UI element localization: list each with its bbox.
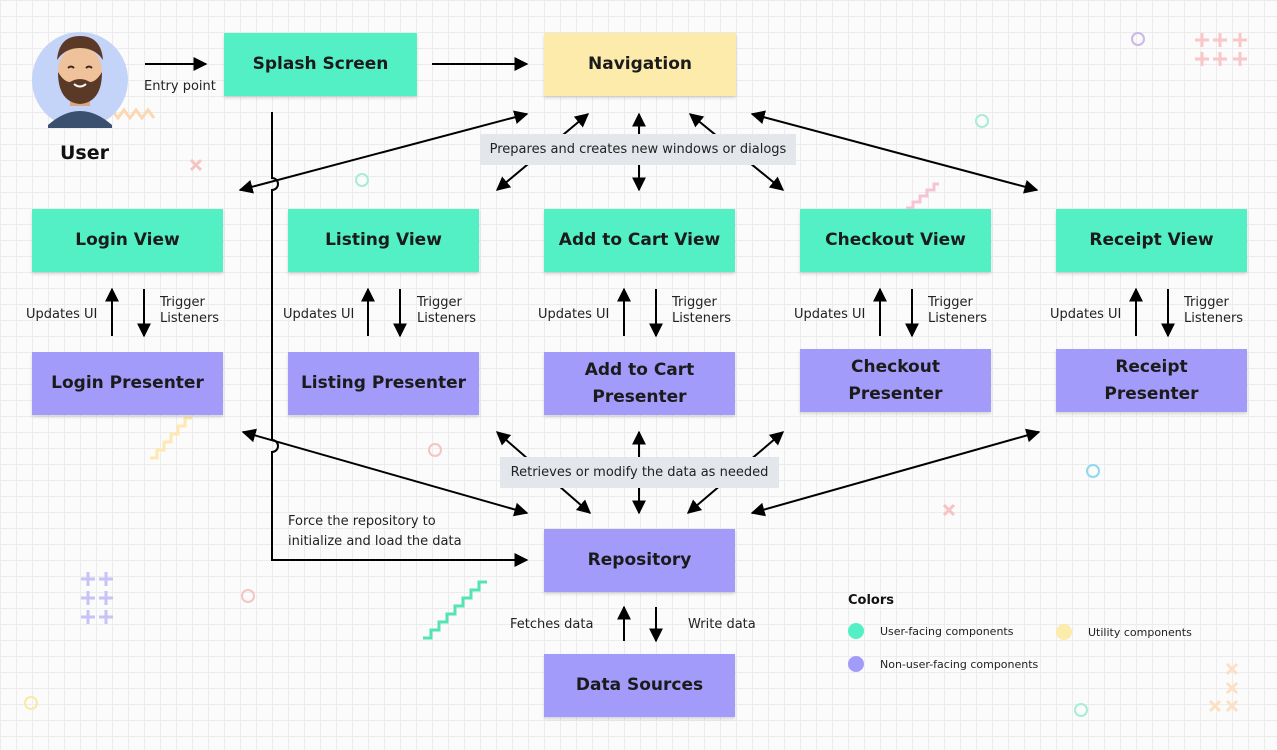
add-to-cart-view-box[interactable]: Add to Cart View [544,209,735,272]
splash-screen-box[interactable]: Splash Screen [224,33,417,96]
legend-non-user-facing: Non-user-facing components [848,656,1038,672]
data-sources-box[interactable]: Data Sources [544,654,735,717]
legend-title: Colors [848,593,895,608]
user-label: User [60,142,109,164]
legend-dot-user-facing [848,623,864,639]
checkout-view-box[interactable]: Checkout View [800,209,991,272]
legend-utility-label: Utility components [1088,625,1192,639]
repo-login-arrow [241,428,529,517]
repository-note: Retrieves or modify the data as needed [500,457,779,488]
listing-presenter-box[interactable]: Listing Presenter [288,352,479,415]
legend-utility: Utility components [1056,624,1192,640]
login-view-box[interactable]: Login View [32,209,223,272]
legend-user-facing: User-facing components [848,623,1013,639]
navigation-note: Prepares and creates new windows or dial… [480,134,796,165]
force-repository-arrow [271,112,529,567]
trigger-listeners-label: Trigger Listeners [672,295,732,326]
force-repository-label: Force the repository to initialize and l… [288,514,462,549]
repository-box[interactable]: Repository [544,529,735,592]
user-avatar [32,32,128,128]
write-data-label: Write data [688,617,756,632]
nav-receipt-arrow [750,110,1039,194]
trigger-listeners-label: Trigger Listeners [928,295,988,326]
receipt-presenter-box[interactable]: Receipt Presenter [1056,349,1247,412]
legend-non-user-facing-label: Non-user-facing components [880,657,1039,671]
updates-ui-label: Updates UI [283,307,355,322]
updates-ui-label: Updates UI [1050,307,1122,322]
nav-login-arrow [238,110,529,194]
checkout-presenter-box[interactable]: Checkout Presenter [800,349,991,412]
trigger-listeners-label: Trigger Listeners [417,295,477,326]
listing-view-box[interactable]: Listing View [288,209,479,272]
legend-user-facing-label: User-facing components [880,624,1014,638]
updates-ui-label: Updates UI [538,307,610,322]
legend-dot-utility [1056,624,1072,640]
receipt-view-box[interactable]: Receipt View [1056,209,1247,272]
login-presenter-box[interactable]: Login Presenter [32,352,223,415]
repo-receipt-arrow [750,428,1041,517]
navigation-box[interactable]: Navigation [544,33,736,96]
add-to-cart-presenter-box[interactable]: Add to Cart Presenter [544,352,735,415]
updates-ui-label: Updates UI [26,307,98,322]
entry-point-label: Entry point [144,79,216,94]
legend-dot-non-user-facing [848,656,864,672]
fetches-data-label: Fetches data [510,617,594,632]
trigger-listeners-label: Trigger Listeners [160,295,220,326]
trigger-listeners-label: Trigger Listeners [1184,295,1244,326]
updates-ui-label: Updates UI [794,307,866,322]
